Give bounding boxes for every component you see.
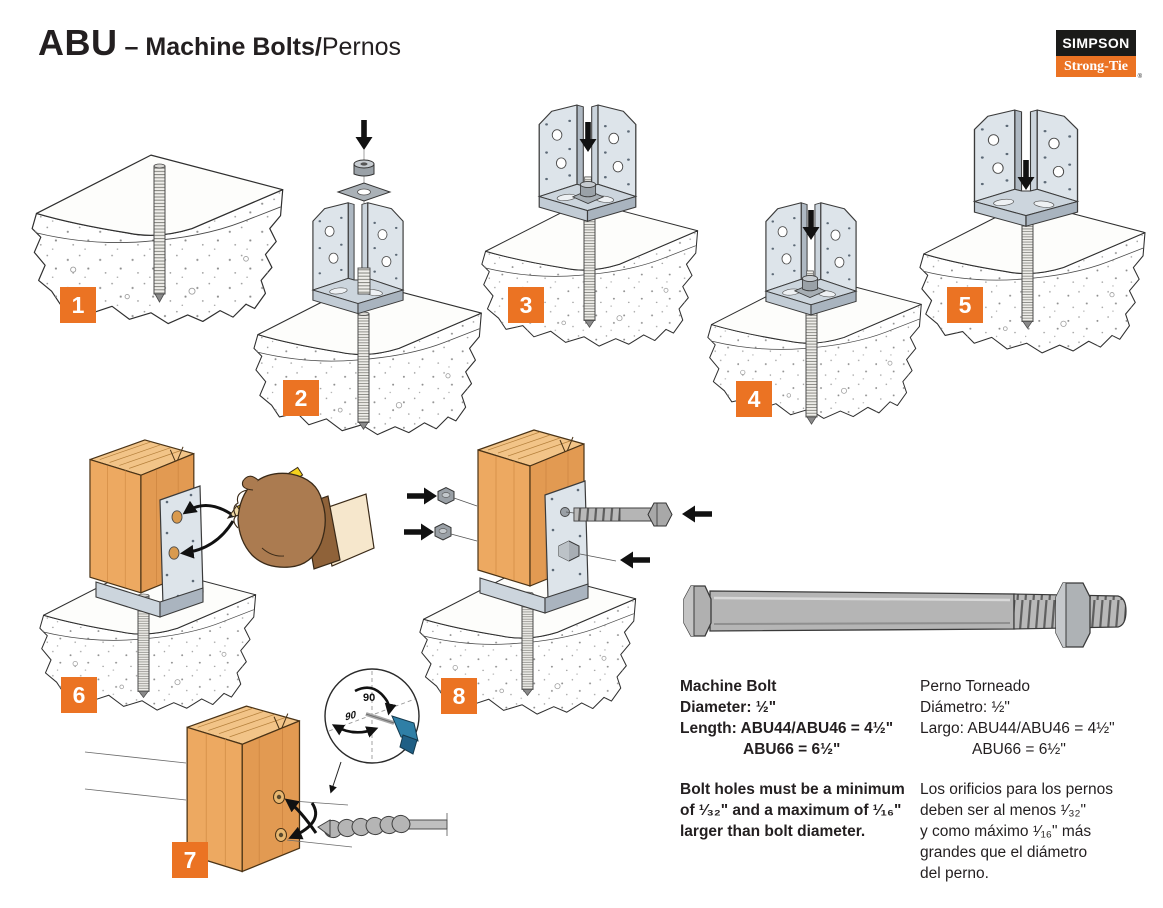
- machine-bolt: [573, 502, 673, 527]
- step-badge-8: 8: [441, 678, 477, 714]
- step-badge-6: 6: [61, 677, 97, 713]
- spec-en-length2: ABU66 = 6½": [743, 741, 841, 758]
- curved-arrow-icon: [288, 802, 318, 840]
- angle-label-front: 90: [363, 692, 376, 704]
- bracket-flange: [159, 485, 204, 607]
- callout-arrow: [329, 761, 342, 794]
- step-badge-5: 5: [947, 287, 983, 323]
- bracket-base: [544, 583, 589, 614]
- right-arrow-icon: [407, 487, 437, 505]
- note-es-line: del perno.: [920, 865, 989, 882]
- flange-nail-holes: [550, 488, 582, 576]
- leader-line: [565, 511, 575, 514]
- note-es-line: deben ser al menos ¹⁄₃₂": [920, 802, 1087, 819]
- down-arrow-icon: [355, 120, 373, 150]
- hex-nut: [1055, 582, 1091, 648]
- auger-drill-bit: [317, 813, 448, 839]
- machine-bolt-illustration: [683, 582, 1127, 648]
- logo-simpson: SIMPSON: [1056, 30, 1136, 56]
- angle-arrow-icon: [331, 724, 379, 738]
- drill-grip: [399, 734, 418, 755]
- registered-mark: ®: [1137, 74, 1142, 80]
- bracket-base: [159, 587, 204, 618]
- glove-thumb: [241, 475, 259, 491]
- anchor-bolt: [583, 209, 596, 328]
- title-dash: –: [124, 33, 139, 61]
- spec-english: Machine Bolt Diameter: ½" Length: ABU44/…: [680, 676, 893, 760]
- logo-strongtie: Strong-Tie: [1056, 56, 1136, 77]
- note-en-line: Bolt holes must be a minimum: [680, 781, 905, 798]
- title-english: Machine Bolts: [145, 33, 315, 61]
- note-spanish: Los orificios para los pernos deben ser …: [920, 779, 1113, 884]
- step-badge-7: 7: [172, 842, 208, 878]
- bolt-hole-with-bolt: [560, 507, 570, 517]
- spec-en-diameter: Diameter: ½": [680, 699, 777, 716]
- spec-spanish: Perno Torneado Diámetro: ½" Largo: ABU44…: [920, 676, 1115, 760]
- spec-en-heading: Machine Bolt: [680, 678, 777, 695]
- step-badge-2: 2: [283, 380, 319, 416]
- curved-arrow-icon: [284, 798, 318, 834]
- spec-es-diameter: Diámetro: ½": [920, 699, 1010, 716]
- note-english: Bolt holes must be a minimum of ¹⁄₃₂" an…: [680, 779, 905, 842]
- curved-arrow-icon: [182, 500, 232, 516]
- leader-line: [453, 497, 478, 507]
- title-spanish: Pernos: [321, 33, 402, 61]
- anchor-stub: [357, 267, 371, 295]
- left-arrow-icon: [682, 505, 712, 523]
- title-slash: /: [314, 33, 322, 61]
- hex-nut: [437, 487, 455, 505]
- note-en-line: larger than bolt diameter.: [680, 823, 866, 840]
- left-arrow-icon: [620, 551, 650, 569]
- marked-hole: [273, 790, 285, 804]
- step-badge-3: 3: [508, 287, 544, 323]
- hex-nut: [434, 523, 452, 541]
- right-arrow-icon: [404, 523, 434, 541]
- drill-guide-line: [291, 800, 349, 806]
- simpson-strongtie-logo: SIMPSON Strong-Tie ®: [1056, 30, 1142, 80]
- note-es-line: Los orificios para los pernos: [920, 781, 1113, 798]
- step6-illustration: [39, 439, 375, 711]
- step-badge-1: 1: [60, 287, 96, 323]
- bolt-hole: [171, 510, 183, 524]
- anchor-bolt: [805, 299, 818, 425]
- marked-hole: [275, 828, 287, 842]
- spec-es-heading: Perno Torneado: [920, 678, 1031, 695]
- bolt-hole: [168, 546, 180, 560]
- leader-line: [579, 553, 617, 562]
- angle-arrow-icon: [354, 686, 397, 716]
- step7-illustration: [84, 668, 448, 873]
- step-badge-4: 4: [736, 381, 772, 417]
- note-es-line: y como máximo ¹⁄₁₆" más: [920, 823, 1092, 840]
- spec-es-length2: ABU66 = 6½": [972, 741, 1066, 758]
- drill-guide-line: [84, 751, 187, 764]
- bolt-head: [683, 585, 712, 637]
- hex-nut: [353, 159, 375, 177]
- washer: [336, 182, 392, 202]
- drill-body: [391, 715, 419, 742]
- bolt-shank: [709, 590, 1015, 632]
- drill-guide-line: [84, 788, 187, 801]
- page-title: ABU – Machine Bolts / Pernos: [38, 22, 401, 64]
- post-base-bracket: [312, 202, 404, 315]
- drill-angle-inset: [324, 668, 420, 764]
- curved-arrow-icon: [179, 520, 235, 559]
- step8-illustration: [404, 429, 712, 715]
- glove-fingers: [233, 489, 248, 529]
- drill-guide-line: [286, 839, 353, 848]
- anchor-bolt: [1021, 214, 1034, 329]
- spec-es-length: Largo: ABU44/ABU46 = 4½": [920, 720, 1115, 737]
- spec-en-length: Length: ABU44/ABU46 = 4½": [680, 720, 894, 737]
- note-en-line: of ¹⁄₃₂" and a maximum of ¹⁄₁₆": [680, 802, 902, 819]
- anchor-bolt: [357, 311, 370, 430]
- note-es-line: grandes que el diámetro: [920, 844, 1088, 861]
- product-model: ABU: [38, 22, 118, 63]
- installed-bolt-head: [558, 540, 580, 562]
- leader-line: [450, 533, 478, 542]
- glove: [237, 472, 326, 568]
- hand-with-pencil: [226, 466, 375, 570]
- anchor-bolt: [153, 163, 166, 303]
- step2-illustration: [253, 120, 482, 436]
